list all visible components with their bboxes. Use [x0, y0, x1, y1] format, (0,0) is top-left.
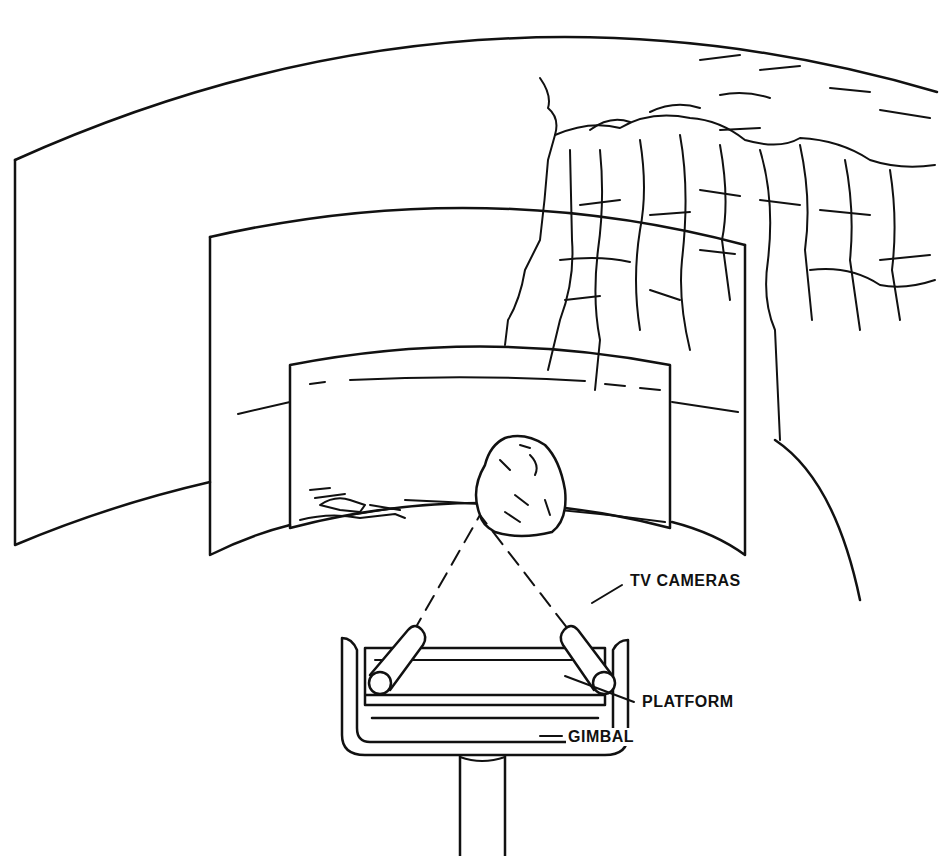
tv-camera-left	[369, 626, 425, 694]
outer-screen-left	[15, 160, 210, 545]
middle-screen-left	[210, 237, 290, 555]
inner-horizon	[350, 377, 585, 381]
middle-horizon	[238, 402, 738, 414]
cliff-drawing	[505, 55, 935, 440]
sight-lines	[400, 515, 588, 655]
post	[460, 755, 505, 856]
inner-horizon-dashes	[310, 382, 660, 390]
leader-line	[565, 676, 634, 702]
post-top	[460, 757, 505, 761]
outer-screen-right	[775, 440, 860, 600]
part-label: TV CAMERAS	[628, 572, 743, 590]
distant-object	[300, 488, 405, 520]
leader-line	[540, 735, 562, 737]
rock	[476, 436, 565, 536]
rock-texture	[500, 445, 550, 522]
leader-line	[592, 585, 622, 603]
part-label: GIMBAL	[566, 728, 636, 746]
middle-screen-right	[672, 245, 745, 555]
part-label: PLATFORM	[640, 693, 736, 711]
outer-screen	[15, 37, 937, 160]
